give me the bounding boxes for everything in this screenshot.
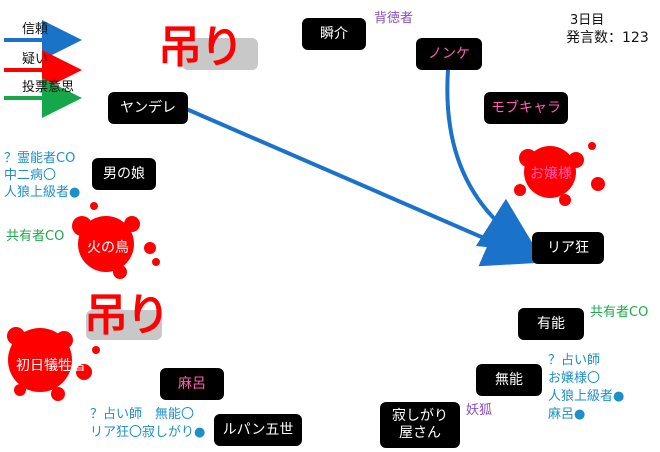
node-sabishigari[interactable]: 寂しがり 屋さん: [380, 402, 460, 448]
note-right-4: 麻呂●: [548, 407, 586, 422]
node-mobchara[interactable]: モブキャラ: [484, 92, 568, 124]
arrow-nonke-to-riajuu: [445, 69, 539, 253]
node-ojousama[interactable]: お嬢様: [530, 165, 572, 182]
legend-trust-label: 信頼: [22, 22, 49, 37]
node-sabishigari-line2: 屋さん: [399, 425, 441, 441]
hanged-mark-1: 吊り: [158, 22, 244, 73]
note-kyouyuu-left: 共有者CO: [6, 229, 65, 244]
note-right-1: ？占い師: [548, 353, 601, 368]
note-otoko-2: 中二病〇: [4, 168, 57, 183]
hanged-box-top: [182, 38, 258, 70]
node-riajuu[interactable]: リア狂: [532, 232, 604, 264]
node-yuunou[interactable]: 有能: [518, 308, 584, 340]
note-otoko-1: ？霊能者CO: [4, 151, 76, 166]
node-lupin[interactable]: ルパン五世: [214, 414, 302, 446]
legend-doubt-label: 疑い: [22, 52, 49, 67]
node-munou[interactable]: 無能: [476, 364, 542, 396]
note-right-2: お嬢様〇: [548, 371, 601, 386]
node-nonke[interactable]: ノンケ: [416, 38, 482, 70]
note-bottom-left-1: ？占い師 無能〇: [90, 407, 195, 422]
node-hinotori[interactable]: 火の鳥: [87, 239, 129, 256]
hanged-box-bottom: [86, 310, 162, 340]
blood-splatter-hinotori: [72, 202, 160, 279]
note-otoko-3: 人狼上級者●: [4, 185, 81, 200]
legend-vote-label: 投票意思: [22, 80, 75, 95]
note-kyouyuu-right: 共有者CO: [590, 305, 649, 320]
note-haitokusha: 背徳者: [374, 11, 414, 26]
node-otokonoko[interactable]: 男の娘: [92, 158, 156, 190]
node-mahjong[interactable]: 麻呂: [160, 368, 224, 400]
note-bottom-left-2: リア狂〇寂しがり●: [90, 425, 206, 440]
blood-splatter-shonichi: [7, 327, 100, 401]
note-youko: 妖狐: [466, 403, 493, 418]
hanged-mark-2: 吊り: [84, 290, 170, 341]
node-sabishigari-line1: 寂しがり: [392, 408, 448, 425]
node-shunsuke[interactable]: 瞬介: [302, 18, 366, 50]
day-indicator: 3日目: [570, 13, 605, 28]
node-yandere[interactable]: ヤンデレ: [108, 92, 188, 124]
arrow-yandere-to-riajuu: [183, 106, 542, 267]
speech-count: 発言数：123: [566, 30, 649, 46]
note-right-3: 人狼上級者●: [548, 389, 625, 404]
blood-splatter-ojousama: [514, 142, 605, 206]
node-shonichi[interactable]: 初日犠牲者: [16, 357, 86, 374]
